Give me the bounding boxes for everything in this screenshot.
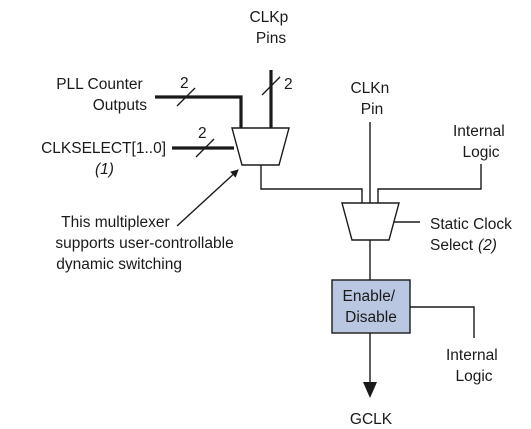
dynamic-clock-mux	[231, 127, 290, 166]
dynamic-mux-output-wire	[260, 165, 363, 203]
clkp-bus-slash	[261, 76, 281, 96]
gclk-arrowhead	[363, 382, 377, 398]
mux-note-label: This multiplexer supports user-controlla…	[55, 214, 238, 273]
clkn-pin-label: CLKn Pin	[350, 80, 393, 118]
clkselect-bus-width: 2	[198, 125, 207, 142]
internal-logic-bottom-wire	[410, 306, 475, 338]
enable-disable-block	[331, 279, 411, 334]
static-clock-select-note: (2)	[478, 237, 497, 254]
internal-logic-top-label: Internal Logic	[453, 123, 509, 161]
clkselect-note: (1)	[95, 161, 114, 178]
clkp-pins-label: CLKp Pins	[249, 9, 292, 47]
clkselect-label: CLKSELECT[1..0]	[41, 140, 166, 157]
enable-disable-label: Enable/ Disable	[343, 288, 400, 326]
internal-logic-bottom-label: Internal Logic	[446, 347, 502, 385]
pll-bus-slash	[176, 87, 196, 107]
clkp-bus-width: 2	[284, 76, 293, 93]
pll-counter-outputs-label: PLL Counter Outputs	[56, 76, 147, 114]
static-clock-select-label: Static Clock Select	[430, 216, 516, 254]
static-clock-mux	[341, 202, 400, 241]
gclk-label: GCLK	[350, 411, 393, 428]
clkselect-bus-slash	[195, 138, 215, 158]
mux-note-leader	[176, 169, 239, 227]
pll-bus	[155, 95, 243, 128]
internal-logic-top-wire	[377, 164, 482, 203]
pll-bus-width: 2	[180, 75, 189, 92]
